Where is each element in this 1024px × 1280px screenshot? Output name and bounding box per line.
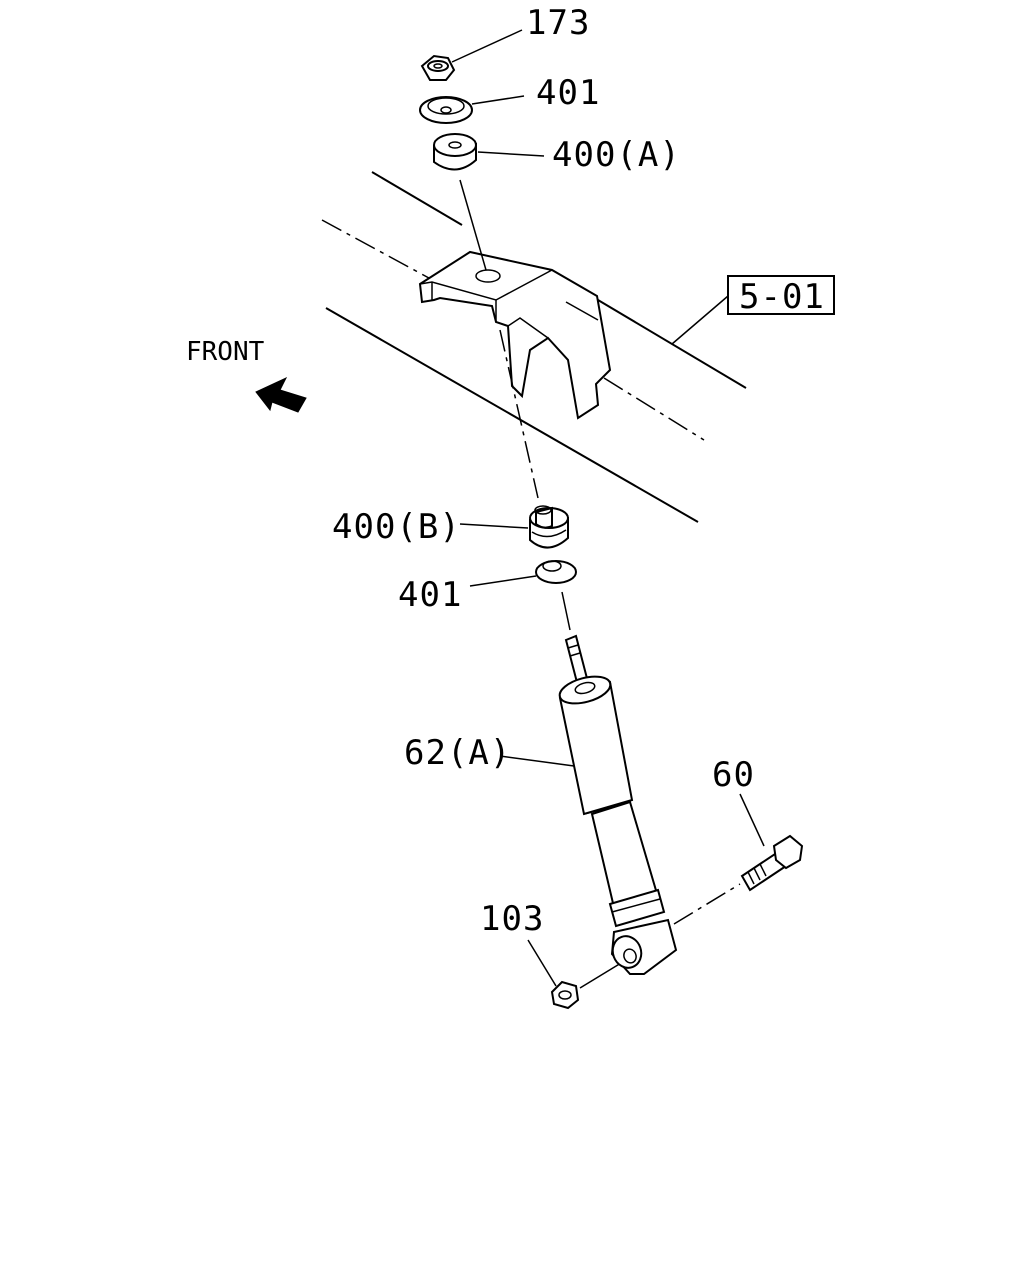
mounting-bracket	[418, 250, 612, 420]
leader-lines	[451, 29, 765, 987]
shock-absorber-62a	[558, 634, 678, 975]
bushing-400a	[433, 133, 477, 171]
front-arrow-icon	[255, 376, 307, 413]
nut-103	[550, 980, 580, 1010]
bolt-60	[740, 834, 804, 892]
callout-401-lower: 401	[398, 575, 462, 615]
bushing-400b	[529, 505, 569, 549]
front-label: FRONT	[186, 337, 265, 367]
callout-400a: 400(A)	[552, 135, 681, 175]
reference-box: 5-01	[671, 275, 835, 345]
washer-401-upper	[419, 96, 473, 124]
callout-103: 103	[480, 899, 544, 939]
callout-173: 173	[526, 3, 590, 43]
frame-rail	[321, 171, 747, 523]
washer-401-lower	[535, 560, 577, 584]
callout-401-upper: 401	[536, 73, 600, 113]
callout-62a: 62(A)	[404, 733, 511, 773]
nut-173	[420, 54, 456, 81]
callout-60: 60	[712, 755, 755, 795]
reference-label: 5-01	[739, 277, 825, 317]
callout-400b: 400(B)	[332, 507, 461, 547]
